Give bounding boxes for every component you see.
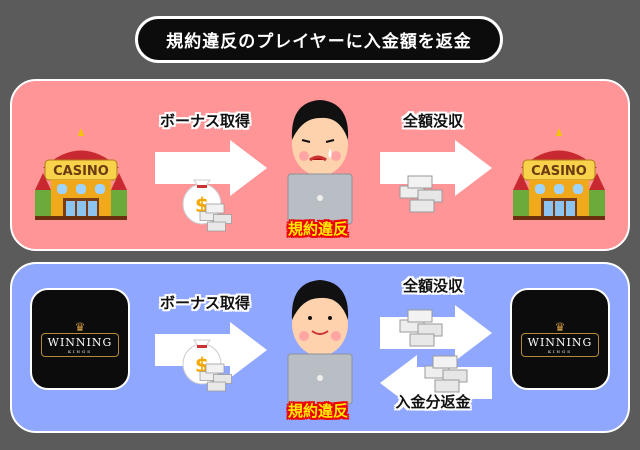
- worried-player: [287, 99, 353, 225]
- casino-sign-text: CASINO: [531, 164, 587, 179]
- bonus-label: ボーナス取得: [159, 112, 251, 130]
- crown-icon: ♛: [74, 320, 86, 334]
- casino-sign-text: CASINO: [53, 164, 109, 179]
- violation-label: 規約違反: [287, 220, 349, 238]
- confiscate-label: 全額没収: [402, 112, 464, 130]
- logo-name: WINNING: [47, 336, 113, 349]
- crown-icon: ♛: [554, 320, 566, 334]
- money-bag-icon: [183, 180, 232, 231]
- logo-name: WINNING: [527, 336, 593, 349]
- bonus-label: ボーナス取得: [159, 294, 251, 312]
- title-banner: 規約違反のプレイヤーに入金額を返金: [135, 16, 503, 63]
- arrow-right: [380, 140, 492, 196]
- logo-sub: KINGS: [67, 349, 92, 354]
- logo-sub: KINGS: [547, 349, 572, 354]
- confiscate-label: 全額没収: [402, 277, 464, 295]
- violation-label: 規約違反: [287, 402, 349, 420]
- happy-player: [287, 279, 353, 405]
- refund-label: 入金分返金: [395, 393, 471, 411]
